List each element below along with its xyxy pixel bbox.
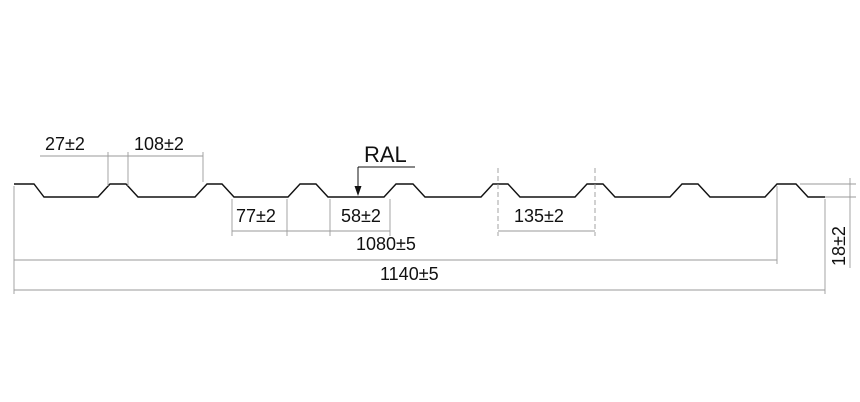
sheet-profile	[14, 183, 825, 198]
dimension-rib-spacing: 135±2	[498, 206, 595, 232]
dimension-rib-base: 58±2	[287, 206, 390, 232]
dimension-rib-top: 27±2	[40, 134, 128, 157]
center-lines	[497, 168, 596, 236]
ral-callout: RAL	[354, 142, 415, 196]
bottom-extension-lines	[13, 186, 826, 294]
top-extension-lines	[107, 152, 204, 186]
dimension-working-width-label: 1080±5	[356, 234, 416, 254]
dimension-working-width: 1080±5	[14, 234, 777, 261]
dimension-rib-spacing-label: 135±2	[514, 206, 564, 226]
dimension-valley-bottom: 77±2	[232, 206, 287, 232]
dimension-rib-height: 18±2	[800, 178, 856, 268]
ral-label: RAL	[364, 142, 407, 167]
dimension-valley-bottom-label: 77±2	[236, 206, 276, 226]
dimension-total-width-label: 1140±5	[380, 264, 439, 284]
dimension-rib-base-label: 58±2	[341, 206, 381, 226]
ral-arrow-icon	[354, 186, 362, 196]
dimension-rib-height-label: 18±2	[829, 226, 849, 266]
dimension-rib-top-label: 27±2	[45, 134, 85, 154]
dimension-rib-pitch: 108±2	[128, 134, 203, 157]
dimension-total-width: 1140±5	[14, 264, 825, 291]
dimension-rib-pitch-label: 108±2	[134, 134, 184, 154]
